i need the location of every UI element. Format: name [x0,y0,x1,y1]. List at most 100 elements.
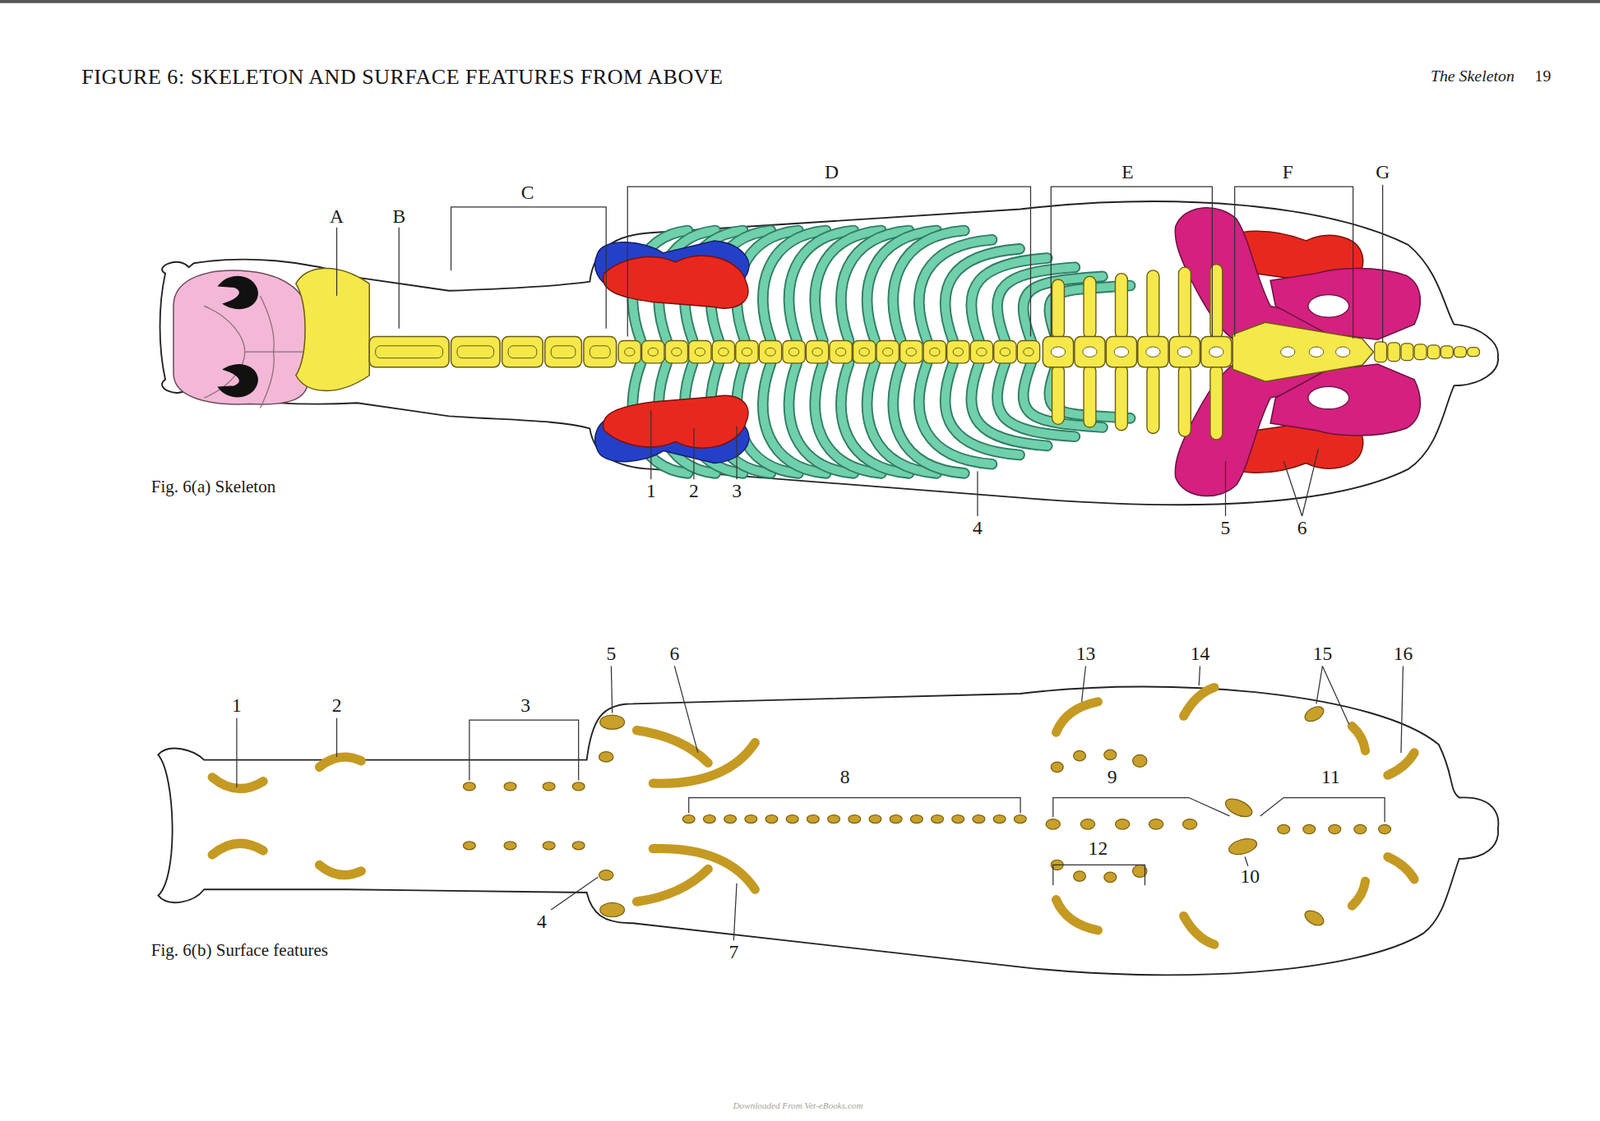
surface-landmark [1302,703,1327,725]
transverse-process [1114,365,1128,431]
callout-number: 13 [1076,643,1096,666]
thoracic-vertebra [694,347,705,357]
callout-number: 14 [1190,643,1211,666]
thoracic-vertebra [665,341,688,364]
callout-number: 12 [1088,838,1109,861]
atlas [295,268,370,391]
spinous-process-dot [1080,819,1095,830]
spinous-process-dot [1182,819,1197,830]
surface-landmark [1183,688,1215,717]
spinous-process-dot [786,815,799,824]
tail-vertebra [1387,342,1401,362]
callout-number: 6 [1297,517,1308,540]
spinous-process-dot [765,815,778,824]
hip-bones [1174,360,1420,496]
body-outline [157,687,1499,976]
thoracic-vertebra [689,341,712,364]
page-edge [0,0,1600,4]
callout-number: 8 [840,767,851,789]
leader-lines [469,720,579,781]
lumbar-vertebra [1042,337,1073,368]
thoracic-vertebra [970,341,993,364]
callout-letter: F [1282,161,1294,184]
leader-lines [976,471,978,517]
transverse-process [1114,273,1128,339]
callout-number: 7 [728,942,739,964]
surface-landmark [212,688,1415,791]
sacrum [1308,346,1323,357]
leader-lines [1225,461,1226,517]
leader-lines [650,410,652,480]
leader-lines [1198,665,1200,686]
thoracic-vertebra [758,341,782,364]
spinous-process-dot [724,815,737,824]
leader-lines [610,665,612,713]
spinous-process-dot [744,815,758,824]
leader-lines [1234,186,1354,339]
surface-landmark [1227,836,1259,858]
callout-number: 2 [689,480,699,503]
thoracic-vertebra [741,347,752,357]
cervical-vertebra [375,346,444,359]
thoracic-vertebra [923,341,946,364]
cervical-vertebra [502,337,544,368]
thoracic-vertebra [765,347,776,357]
spinous-process-dot [1045,819,1060,830]
lumbar-vertebra [1105,337,1137,368]
thoracic-vertebra [1017,341,1040,364]
shoulder-bones [595,240,750,309]
cervical-vertebra [457,346,495,359]
thoracic-vertebra [976,347,987,357]
callout-letter: G [1375,161,1390,184]
transverse-process [1178,267,1191,339]
callout-number: 1 [646,480,657,503]
figure-caption: Fig. 6(a) Skeleton [151,478,277,498]
leader-lines [1053,864,1146,886]
sacrum [1336,346,1351,357]
spinous-process-dot [952,815,965,824]
scapula [603,255,749,309]
leader-lines [451,207,607,329]
leader-lines [1401,665,1403,753]
leader-lines [235,718,237,788]
cervical-vertebra [550,346,576,359]
transverse-process [1178,365,1191,437]
cervical-vertebra [369,337,449,368]
thoracic-vertebra [1023,347,1034,357]
surface-landmark [462,782,476,791]
transverse-process [1052,279,1065,339]
thoracic-vertebra [883,347,893,357]
cervical-vertebra [508,346,537,359]
leader-lines [1382,184,1383,343]
leader-lines [674,665,699,753]
callout-number: 6 [669,643,680,666]
leader-lines [1260,798,1385,824]
callout-letter: D [824,161,839,184]
tail-vertebra [1374,342,1388,363]
leader-lines [733,883,737,942]
thoracic-vertebra [788,347,799,357]
thoracic-vertebra [835,347,846,357]
callout-number: 3 [731,480,742,503]
surface-landmark [1351,726,1365,752]
cervical-vertebra [583,337,617,368]
transverse-process [1083,276,1096,339]
leader-lines [1316,665,1350,725]
thoracic-vertebra [735,341,759,364]
lumbar-vertebra [1201,337,1232,368]
callout-number: 1 [231,695,242,717]
lumbar-vertebra [1177,346,1192,357]
surface-landmark [1132,754,1147,768]
leader-lines [398,227,400,329]
thoracic-vertebra [947,341,970,364]
skull [219,365,258,397]
callout-number: 3 [520,695,531,717]
cervical-vertebra [451,337,501,368]
cervical-vertebra [545,337,583,368]
transverse-process [1146,365,1160,434]
spinous-process-dot [702,815,716,824]
surface-landmark [652,743,755,785]
surface-landmark [212,841,1415,945]
thoracic-vertebra [900,341,923,364]
